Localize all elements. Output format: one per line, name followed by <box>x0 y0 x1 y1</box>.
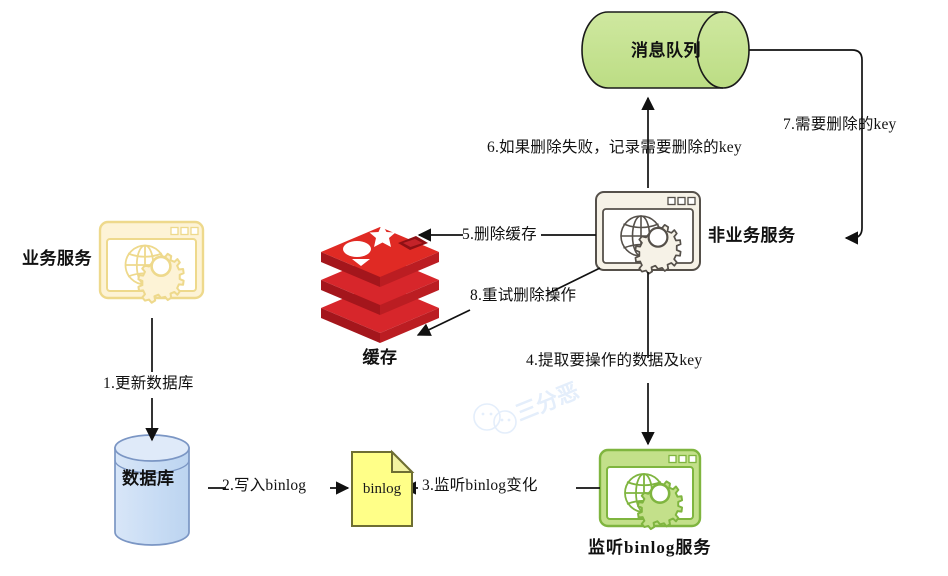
node-label-database: 数据库 <box>122 469 175 488</box>
svg-text:三分恶: 三分恶 <box>512 378 583 426</box>
edge-label-7: 7.需要删除的key <box>783 116 897 133</box>
node-binlog-file[interactable] <box>351 449 415 527</box>
node-business-service[interactable] <box>98 220 205 304</box>
node-label-non-business-service: 非业务服务 <box>708 226 796 245</box>
edge-8-path <box>416 267 601 336</box>
node-binlog-listener-service[interactable] <box>600 450 702 531</box>
node-label-cache: 缓存 <box>362 348 398 367</box>
node-label-business-service: 业务服务 <box>22 249 92 268</box>
node-cache[interactable] <box>321 224 439 343</box>
node-non-business-service[interactable] <box>595 191 701 275</box>
watermark-logo: 三分恶 <box>473 378 583 434</box>
edge-label-6: 6.如果删除失败，记录需要删除的key <box>487 139 742 156</box>
node-label-binlog-listener-service: 监听binlog服务 <box>588 538 712 557</box>
node-label-binlog-file: binlog <box>362 481 402 497</box>
edge-label-8: 8.重试删除操作 <box>470 287 577 304</box>
edge-7-path <box>749 49 863 245</box>
edge-label-5: 5.删除缓存 <box>462 226 537 243</box>
node-label-message-queue: 消息队列 <box>631 41 701 60</box>
edge-label-2: 2.写入binlog <box>222 477 307 494</box>
node-database[interactable] <box>114 434 190 546</box>
edge-label-1: 1.更新数据库 <box>103 375 194 392</box>
edge-label-3: 3.监听binlog变化 <box>422 477 538 494</box>
edge-label-4: 4.提取要操作的数据及key <box>526 352 703 369</box>
node-message-queue[interactable] <box>581 11 750 89</box>
